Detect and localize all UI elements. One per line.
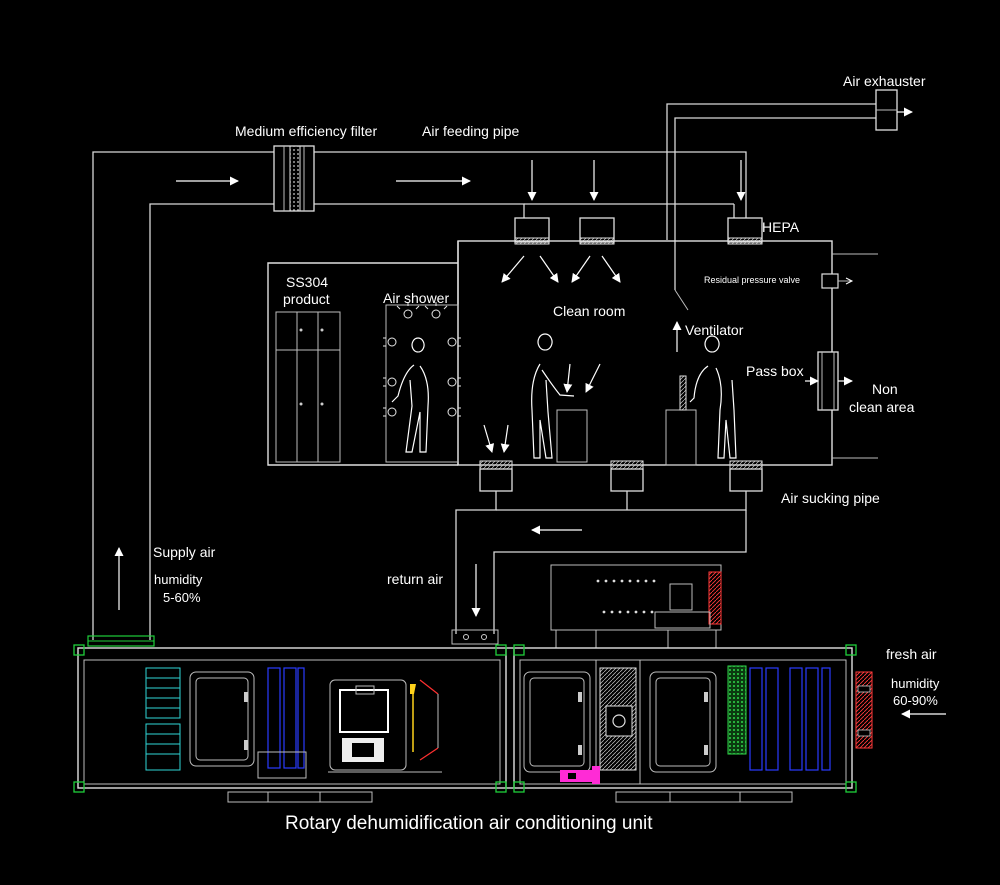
- flow-arrow: [563, 363, 573, 393]
- worker-figure: [531, 333, 588, 463]
- label-residual-valve: Residual pressure valve: [704, 275, 800, 285]
- label-air-shower: Air shower: [383, 290, 449, 306]
- return-grille: [610, 460, 644, 492]
- flow-arrow: [601, 255, 621, 283]
- fresh-air-inlet: [855, 671, 873, 749]
- supply-fan: [257, 679, 442, 779]
- ahu-housing: [73, 644, 857, 803]
- pass-box-worker: [665, 335, 737, 466]
- flow-arrow: [500, 424, 510, 453]
- diagram-title: Rotary dehumidification air conditioning…: [285, 813, 653, 834]
- flow-arrow: [571, 255, 591, 283]
- label-hepa: HEPA: [762, 219, 800, 235]
- hepa-box: [727, 217, 763, 245]
- return-grille: [479, 460, 513, 492]
- label-non: Non: [872, 381, 898, 397]
- label-clean-area: clean area: [849, 399, 915, 415]
- exhaust-duct: [666, 89, 913, 311]
- fresh-air-filter: [727, 665, 747, 755]
- return-grille: [729, 460, 763, 492]
- label-ss304: SS304: [286, 274, 328, 290]
- pass-box: [805, 351, 853, 411]
- label-air-exhauster: Air exhauster: [843, 73, 926, 89]
- precooling-coil: [749, 667, 831, 771]
- label-humidity-fresh-value: 60-90%: [893, 693, 938, 708]
- residual-pressure-valve: [821, 273, 854, 289]
- desiccant-rotor: [595, 660, 641, 784]
- return-air-duct: [451, 491, 747, 645]
- supply-air-duct: [87, 151, 747, 647]
- label-supply-air: Supply air: [153, 544, 216, 560]
- hepa-box: [514, 217, 550, 245]
- ss304-cabinet: [275, 311, 341, 463]
- electric-heater: [560, 766, 600, 784]
- label-humidity-supply: humidity: [154, 572, 203, 587]
- label-ventilator: Ventilator: [685, 322, 744, 338]
- medium-efficiency-filter: [273, 145, 315, 212]
- air-shower: [383, 302, 461, 463]
- label-humidity-fresh: humidity: [891, 676, 940, 691]
- label-humidity-supply-value: 5-60%: [163, 590, 201, 605]
- access-door: [649, 671, 717, 773]
- regeneration-module: [550, 564, 722, 648]
- hepa-box: [579, 217, 615, 245]
- access-door: [189, 671, 255, 767]
- label-return-air: return air: [387, 571, 443, 587]
- label-clean-room: Clean room: [553, 303, 625, 319]
- label-medium-filter: Medium efficiency filter: [235, 123, 377, 139]
- label-pass-box: Pass box: [746, 363, 804, 379]
- flow-arrow: [585, 363, 601, 393]
- flow-arrow: [501, 255, 525, 283]
- supply-filter-bank: [145, 667, 181, 771]
- flow-arrow: [483, 424, 495, 453]
- label-ss304-product: product: [283, 291, 330, 307]
- label-air-sucking-pipe: Air sucking pipe: [781, 490, 880, 506]
- access-door: [523, 671, 591, 773]
- label-fresh-air: fresh air: [886, 646, 937, 662]
- cooling-coil: [267, 667, 305, 769]
- label-air-feeding-pipe: Air feeding pipe: [422, 123, 520, 139]
- flow-arrow: [539, 255, 559, 283]
